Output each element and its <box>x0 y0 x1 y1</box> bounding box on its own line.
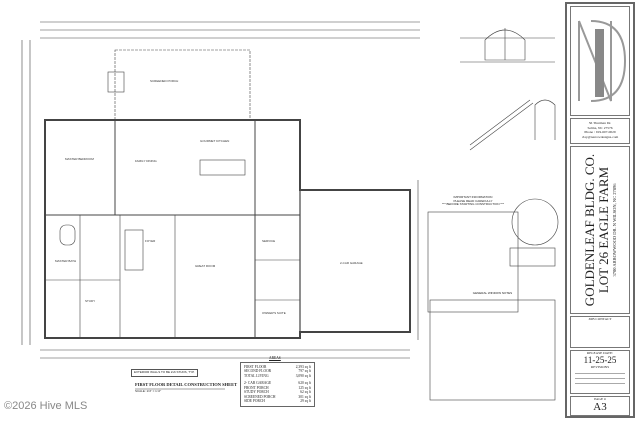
area-label: SIDE PORCH <box>244 399 265 404</box>
job-contact-label: JOB CONTACT <box>588 317 612 321</box>
area-row: FIRST FLOOR 2,393 sq ft <box>244 365 311 369</box>
builder-name: GOLDENLEAF BLDG. CO. <box>582 153 598 307</box>
release-label: RELEASE DATE: <box>586 351 614 355</box>
wall-note: EXTERIOR WALLS TO BE 2x6 STUDS, TYP. <box>131 369 198 377</box>
area-value: 3,090 sq ft <box>295 373 311 378</box>
area-value: 301 sq ft <box>298 394 311 399</box>
area-row: SCREENED PORCH 301 sq ft <box>244 395 311 399</box>
area-row: FRONT PORCH 125 sq ft <box>244 386 311 390</box>
area-row: STUDY PORCH 62 sq ft <box>244 390 311 394</box>
room-label: MASTER BATH <box>55 259 77 263</box>
important-title: IMPORTANT INFORMATION <box>453 195 493 199</box>
page-box: PAGE # A3 <box>570 396 630 416</box>
areas-table: AREAS FIRST FLOOR 2,393 sq ft SECOND FLOO… <box>240 356 315 407</box>
release-date: 11-25-25 <box>583 354 617 365</box>
room-label: SCREENED PORCH <box>150 79 179 83</box>
room-label: 2-CAR GARAGE <box>340 261 363 265</box>
email: clay@narrowdesigns.com <box>581 134 619 139</box>
area-value: 2,393 sq ft <box>295 365 311 369</box>
watermark: ©2026 Hive MLS <box>4 400 88 412</box>
area-value: 797 sq ft <box>298 369 311 374</box>
phone: Phone : 919-607-0029 <box>584 130 616 135</box>
logo <box>570 6 630 116</box>
room-label: SERVICE <box>262 239 276 243</box>
important-info-note: IMPORTANT INFORMATION PLEASE READ CAREFU… <box>428 195 518 207</box>
room-label: GOURMET KITCHEN <box>200 139 230 143</box>
room-label: FOYER <box>145 239 156 243</box>
area-value: 62 sq ft <box>300 390 311 395</box>
area-label: STUDY PORCH <box>244 390 269 395</box>
address-line-2: Selma, NC 27576 <box>587 125 613 130</box>
area-label: 2- CAR GARAGE <box>244 381 272 386</box>
title-block: 56 Thurman Dr. Selma, NC 27576 Phone : 9… <box>565 2 635 418</box>
lot-name: LOT 26 EAGLE FARM <box>596 166 612 294</box>
room-label: GREAT ROOM <box>195 264 216 268</box>
project-title: GOLDENLEAF BLDG. CO. LOT 26 EAGLE FARM 3… <box>570 146 630 314</box>
room-label: FAMILY DINING <box>135 159 157 163</box>
room-label: STUDY <box>85 299 96 303</box>
area-label: TOTAL LIVING <box>244 373 269 378</box>
scale-note: SCALE: 1/4" = 1'-0" <box>135 389 162 393</box>
sheet-title: FIRST FLOOR DETAIL CONSTRUCTION SHEET <box>135 382 238 387</box>
area-label: SCREENED PORCH <box>244 394 276 399</box>
important-subtitle-2: *** BEFORE STARTING CONSTRUCTION *** <box>442 202 504 207</box>
page-number: A3 <box>593 400 607 413</box>
area-value: 125 sq ft <box>298 385 311 390</box>
site-address: 3700 ARROWWOOD DR. N WILSON, NC 27896 <box>611 183 617 277</box>
area-row: SIDE PORCH 29 sq ft <box>244 399 311 403</box>
area-label: FIRST FLOOR <box>244 365 267 369</box>
important-subtitle: PLEASE READ CAREFULLY <box>453 198 493 203</box>
address-line-1: 56 Thurman Dr. <box>588 121 612 125</box>
revisions-label: REVISIONS <box>590 365 610 370</box>
job-contact-box: JOB CONTACT <box>570 316 630 348</box>
page-label: PAGE # <box>594 397 606 401</box>
area-label: SECOND FLOOR <box>244 369 272 374</box>
release-box: RELEASE DATE: 11-25-25 REVISIONS <box>570 350 630 394</box>
window-notes-title: GENERAL WINDOW NOTES <box>472 291 513 295</box>
designer-contact: 56 Thurman Dr. Selma, NC 27576 Phone : 9… <box>570 118 630 144</box>
area-row: SECOND FLOOR 797 sq ft <box>244 369 311 373</box>
area-label: FRONT PORCH <box>244 385 269 390</box>
area-value: 29 sq ft <box>300 399 311 404</box>
room-label: OWNER'S SUITE <box>262 311 286 315</box>
area-row: TOTAL LIVING 3,090 sq ft <box>244 374 311 378</box>
area-row: 2- CAR GARAGE 620 sq ft <box>244 381 311 385</box>
areas-title: AREAS <box>269 356 281 360</box>
logo-mark <box>578 20 627 102</box>
area-value: 620 sq ft <box>298 381 311 386</box>
room-label: MASTER BEDROOM <box>65 157 94 161</box>
